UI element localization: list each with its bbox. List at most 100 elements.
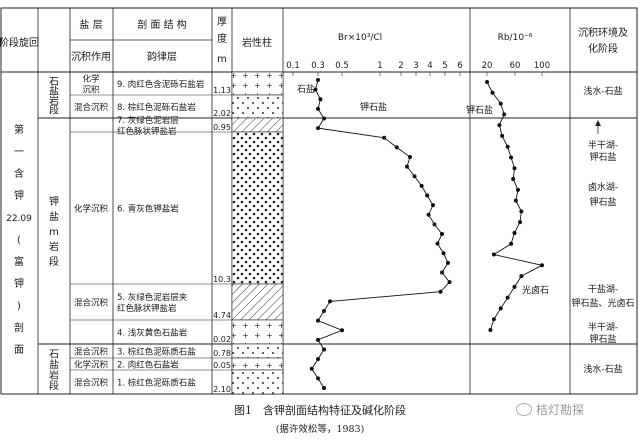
figure-border bbox=[0, 7, 638, 395]
br-point bbox=[435, 241, 440, 246]
br-point bbox=[322, 116, 326, 121]
rb-tick-label: 20 bbox=[482, 61, 493, 71]
annot-br-halite: 石盐 bbox=[297, 83, 315, 95]
env-arrow-head bbox=[595, 120, 601, 126]
rb-point bbox=[485, 80, 489, 84]
rb-point bbox=[497, 123, 502, 128]
br-point bbox=[328, 299, 332, 304]
br-point bbox=[316, 126, 320, 131]
header-env-a: 沉积环境及 bbox=[578, 26, 628, 39]
cycle-label-char: 一 bbox=[14, 147, 24, 158]
figure-source: (据许效松等，1983) bbox=[275, 424, 365, 435]
rb-point bbox=[519, 274, 524, 279]
layer-role: 混合沉积 bbox=[74, 347, 109, 358]
profile-figure: 阶段旋回 盐 层 沉积作用 剖 面 结 构 韵律层 厚 度 m 岩性柱 Br×1… bbox=[0, 7, 638, 395]
layer-thickness: 2.10 bbox=[213, 385, 231, 394]
rb-point bbox=[509, 155, 514, 160]
environment-label: 半干湖- bbox=[588, 321, 618, 333]
layer-thickness: 1.13 bbox=[213, 86, 231, 95]
br-tick-label: 4 bbox=[427, 61, 432, 71]
environment-label: 钾石盐 bbox=[589, 196, 616, 208]
rb-series bbox=[485, 80, 544, 332]
lithology-column bbox=[231, 71, 284, 395]
br-point bbox=[309, 366, 314, 371]
rb-point bbox=[491, 252, 496, 257]
br-point bbox=[316, 318, 320, 323]
stage-label-char: 石 bbox=[49, 349, 59, 360]
header-rhythm: 韵律层 bbox=[147, 50, 177, 63]
annot-br-potash: 钾石盐 bbox=[360, 101, 387, 113]
br-point bbox=[446, 260, 450, 265]
rb-point bbox=[515, 187, 520, 192]
annot-rb-potash: 钾石盐 bbox=[466, 104, 493, 116]
br-line bbox=[311, 79, 451, 389]
br-point bbox=[419, 183, 424, 188]
layer-name: 红色脉状钾盐岩 bbox=[117, 126, 177, 137]
rb-tick-label: 60 bbox=[510, 61, 521, 71]
watermark: 桔灯勘探 bbox=[516, 401, 584, 418]
br-point bbox=[431, 203, 435, 208]
watermark-text: 桔灯勘探 bbox=[536, 403, 585, 417]
br-point bbox=[322, 347, 326, 352]
header-thick-a: 厚 bbox=[217, 16, 227, 28]
layer-thickness: 2.02 bbox=[213, 109, 231, 118]
stage-label-char: 岩 bbox=[49, 240, 59, 253]
header-stage: 阶段旋回 bbox=[0, 36, 39, 49]
cycle-label-char: 面 bbox=[14, 345, 24, 356]
br-point bbox=[412, 174, 417, 179]
stage-label-char: 盐 bbox=[49, 210, 59, 223]
header-profile: 剖 面 结 构 bbox=[137, 18, 187, 31]
stage-label-char: 盐 bbox=[49, 84, 59, 97]
environment-labels: 浅水-石盐半干湖-钾石盐卤水湖-钾石盐干盐湖-钾石盐、光卤石半干湖-钾石盐浅水-… bbox=[571, 85, 634, 375]
environment-label: 半干湖- bbox=[588, 139, 618, 151]
layer-name: 1. 棕红色泥砾质石盐 bbox=[117, 378, 196, 389]
rb-point bbox=[502, 112, 507, 117]
layer-thickness: 10.3 bbox=[213, 275, 231, 284]
cycle-label-char: 剖 bbox=[14, 321, 24, 334]
stage-label-char: 段 bbox=[49, 379, 59, 392]
header-sed-role: 沉积作用 bbox=[71, 50, 111, 63]
layer-thickness: 0.78 bbox=[213, 349, 231, 358]
cycle-label-char: 富 bbox=[14, 255, 24, 268]
br-point bbox=[440, 270, 444, 275]
layer-thickness: 0.05 bbox=[213, 361, 231, 370]
header-salt-layer: 盐 层 bbox=[79, 18, 102, 31]
environment-label: 钾石盐、光卤石 bbox=[571, 297, 634, 309]
environment-label: 浅水-石盐 bbox=[583, 85, 622, 97]
cycle-label-char: ( bbox=[17, 235, 21, 246]
layer-role: 混合沉积 bbox=[74, 102, 109, 113]
rb-point bbox=[540, 263, 544, 268]
environment-label: 钾石盐 bbox=[589, 333, 616, 345]
rb-point bbox=[519, 209, 524, 214]
rb-point bbox=[490, 90, 495, 95]
br-point bbox=[425, 193, 430, 198]
rb-point bbox=[511, 177, 516, 182]
stage-label-char: m bbox=[49, 227, 59, 238]
br-tick-label: 0.5 bbox=[335, 61, 349, 71]
rb-point bbox=[505, 144, 510, 149]
layer-name: 7. 灰绿色泥岩层 bbox=[117, 115, 179, 126]
stage-label-char: 盐 bbox=[49, 358, 59, 371]
rb-point bbox=[500, 133, 505, 138]
figure-caption: 图1 含钾剖面结构特征及碱化阶段 bbox=[234, 404, 406, 417]
br-tick-label: 2 bbox=[398, 61, 403, 71]
br-point bbox=[316, 357, 320, 362]
br-point bbox=[447, 280, 452, 285]
br-tick-label: 0.1 bbox=[286, 61, 300, 71]
annot-rb-halite: 光卤石 bbox=[522, 284, 549, 296]
stage-label-char: 岩 bbox=[49, 94, 59, 107]
header-lith: 岩性柱 bbox=[242, 36, 272, 49]
br-point bbox=[408, 155, 412, 159]
br-point bbox=[394, 145, 399, 150]
br-point bbox=[405, 164, 409, 169]
layer-role: 混合沉积 bbox=[74, 298, 109, 309]
rb-point bbox=[509, 241, 514, 246]
environment-label: 干盐湖- bbox=[588, 283, 618, 295]
stage-label-char: 段 bbox=[49, 103, 59, 116]
rb-point bbox=[498, 101, 503, 106]
br-point bbox=[440, 232, 444, 236]
